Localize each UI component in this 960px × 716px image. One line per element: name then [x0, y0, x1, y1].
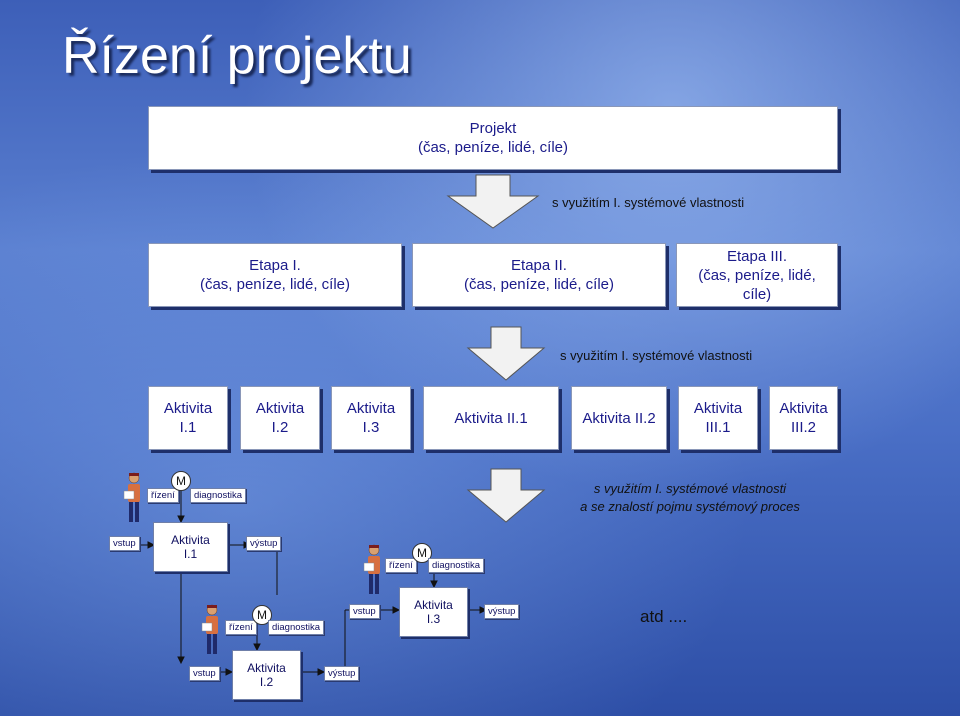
activity-6-line1: Aktivita: [693, 400, 743, 417]
stage-3-line1: Etapa III.: [726, 247, 788, 265]
project-line1: Projekt: [469, 120, 517, 137]
control-label-3: řízení: [385, 558, 417, 573]
process-activity-2-line2: I.2: [259, 675, 274, 689]
process-activity-3-line1: Aktivita: [414, 598, 453, 612]
stage-1-line2: (čas, peníze, lidé, cíle): [199, 276, 351, 293]
output-label-3: výstup: [484, 604, 520, 619]
input-label-3: vstup: [349, 604, 380, 619]
stage-box-1: Etapa I. (čas, peníze, lidé, cíle): [148, 243, 402, 307]
stage-3-line2: (čas, peníze, lidé,: [698, 266, 816, 284]
activity-1-line1: Aktivita: [163, 400, 213, 417]
activity-7-line1: Aktivita: [779, 400, 828, 417]
input-label-2: vstup: [189, 666, 220, 681]
note-3-line1: s využitím I. systémové vlastnosti: [593, 481, 787, 496]
continuation-text: atd ....: [640, 607, 688, 626]
activity-2-line2: I.2: [271, 419, 289, 436]
activity-5-line1: Aktivita II.2: [582, 409, 656, 427]
stage-box-3: Etapa III. (čas, peníze, lidé, cíle): [676, 243, 838, 307]
output-label-2: výstup: [324, 666, 360, 681]
input-label-1: vstup: [109, 536, 140, 551]
down-arrow-3: [466, 468, 546, 523]
diagnostics-label-2: diagnostika: [268, 620, 325, 635]
stage-2-line2: (čas, peníze, lidé, cíle): [463, 276, 615, 293]
page-title: Řízení projektu: [62, 27, 412, 85]
process-activity-3-line2: I.3: [426, 612, 441, 626]
down-arrow-1: [446, 174, 540, 229]
process-activity-2-line1: Aktivita: [247, 661, 286, 675]
stage-2-line1: Etapa II.: [511, 257, 567, 274]
activity-box-5: Aktivita II.2: [571, 386, 667, 450]
note-system-process: s využitím I. systémové vlastnosti a se …: [560, 481, 820, 514]
activity-3-line1: Aktivita: [346, 400, 396, 417]
activity-1-line2: I.1: [179, 419, 197, 436]
stage-1-line1: Etapa I.: [249, 257, 301, 274]
activity-6-line2: III.1: [705, 419, 731, 436]
project-box: Projekt (čas, peníze, lidé, cíle): [148, 106, 838, 170]
stage-3-line3: cíle): [742, 285, 772, 303]
activity-box-4: Aktivita II.1: [423, 386, 559, 450]
activity-7-line2: III.2: [790, 419, 816, 436]
output-label-1: výstup: [246, 536, 282, 551]
manager-person-icon-2: [363, 544, 380, 594]
manager-m-circle-1: M: [171, 471, 191, 491]
manager-person-icon-1: [123, 472, 140, 522]
control-label-2: řízení: [225, 620, 257, 635]
manager-m-circle-3: M: [412, 543, 432, 563]
diagnostics-label-3: diagnostika: [428, 558, 485, 573]
down-arrow-2: [466, 326, 546, 381]
control-label-1: řízení: [147, 488, 179, 503]
process-activity-1-line2: I.1: [183, 547, 198, 561]
process-activity-1-line1: Aktivita: [171, 533, 210, 547]
diagnostics-label-1: diagnostika: [190, 488, 247, 503]
stage-box-2: Etapa II. (čas, peníze, lidé, cíle): [412, 243, 666, 307]
project-line2: (čas, peníze, lidé, cíle): [417, 139, 569, 156]
activity-2-line1: Aktivita: [255, 400, 305, 417]
activity-3-line2: I.3: [362, 419, 380, 436]
note-system-property-2: s využitím I. systémové vlastnosti: [560, 348, 753, 363]
manager-person-icon-3: [201, 604, 218, 654]
note-3-line2: a se znalostí pojmu systémový proces: [580, 499, 800, 514]
activity-4-line1: Aktivita II.1: [454, 409, 528, 427]
manager-m-circle-2: M: [252, 605, 272, 625]
note-system-property-1: s využitím I. systémové vlastnosti: [552, 195, 745, 210]
